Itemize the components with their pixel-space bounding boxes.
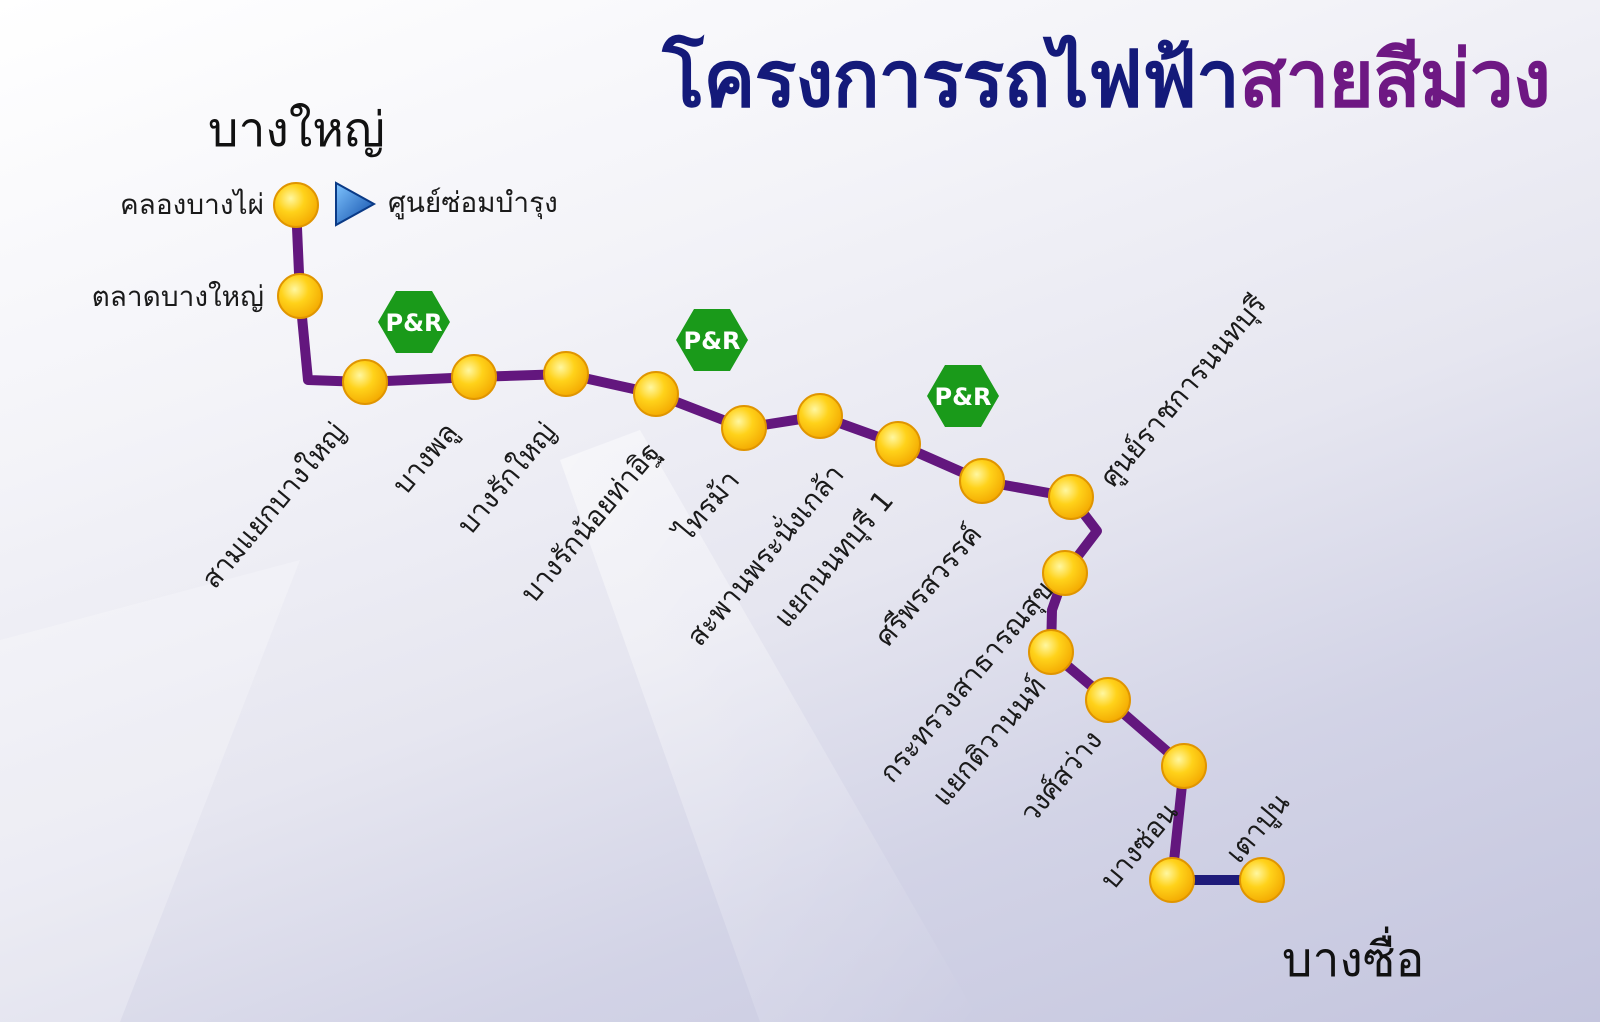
station-marker[interactable] (1042, 550, 1088, 596)
station-marker[interactable] (1149, 857, 1195, 903)
station-marker[interactable] (633, 371, 679, 417)
station-marker[interactable] (273, 182, 319, 228)
park-and-ride-marker: P&R (927, 365, 999, 427)
light-beam (560, 430, 980, 1022)
station-marker[interactable] (1161, 743, 1207, 789)
station-marker[interactable] (875, 421, 921, 467)
terminus-end: บางซื่อ (1282, 932, 1425, 988)
station-label-khlong-bang-phai: คลองบางไผ่ (119, 188, 264, 221)
park-and-ride-marker: P&R (676, 309, 748, 371)
station-label-talad-bang-yai: ตลาดบางใหญ่ (91, 280, 264, 313)
depot-label: ศูนย์ซ่อมบำรุง (388, 186, 558, 219)
station-marker[interactable] (1028, 629, 1074, 675)
station-marker[interactable] (1085, 677, 1131, 723)
station-marker[interactable] (959, 458, 1005, 504)
park-and-ride-marker: P&R (378, 291, 450, 353)
map-title: โครงการรถไฟฟ้าสายสีม่วง (662, 30, 1551, 131)
title-part-purple: สายสีม่วง (1238, 35, 1551, 125)
station-marker[interactable] (342, 359, 388, 405)
station-marker[interactable] (1048, 474, 1094, 520)
station-marker[interactable] (277, 273, 323, 319)
station-marker[interactable] (721, 405, 767, 451)
park-and-ride-label: P&R (935, 383, 992, 411)
park-and-ride-label: P&R (386, 309, 443, 337)
station-marker[interactable] (451, 354, 497, 400)
station-marker[interactable] (1239, 857, 1285, 903)
triangle-play-icon (335, 181, 377, 227)
station-marker[interactable] (797, 393, 843, 439)
terminus-start: บางใหญ่ (208, 102, 385, 158)
light-beam (0, 560, 300, 1022)
station-marker[interactable] (543, 351, 589, 397)
park-and-ride-label: P&R (684, 327, 741, 355)
title-part-navy: โครงการรถไฟฟ้า (662, 35, 1240, 125)
